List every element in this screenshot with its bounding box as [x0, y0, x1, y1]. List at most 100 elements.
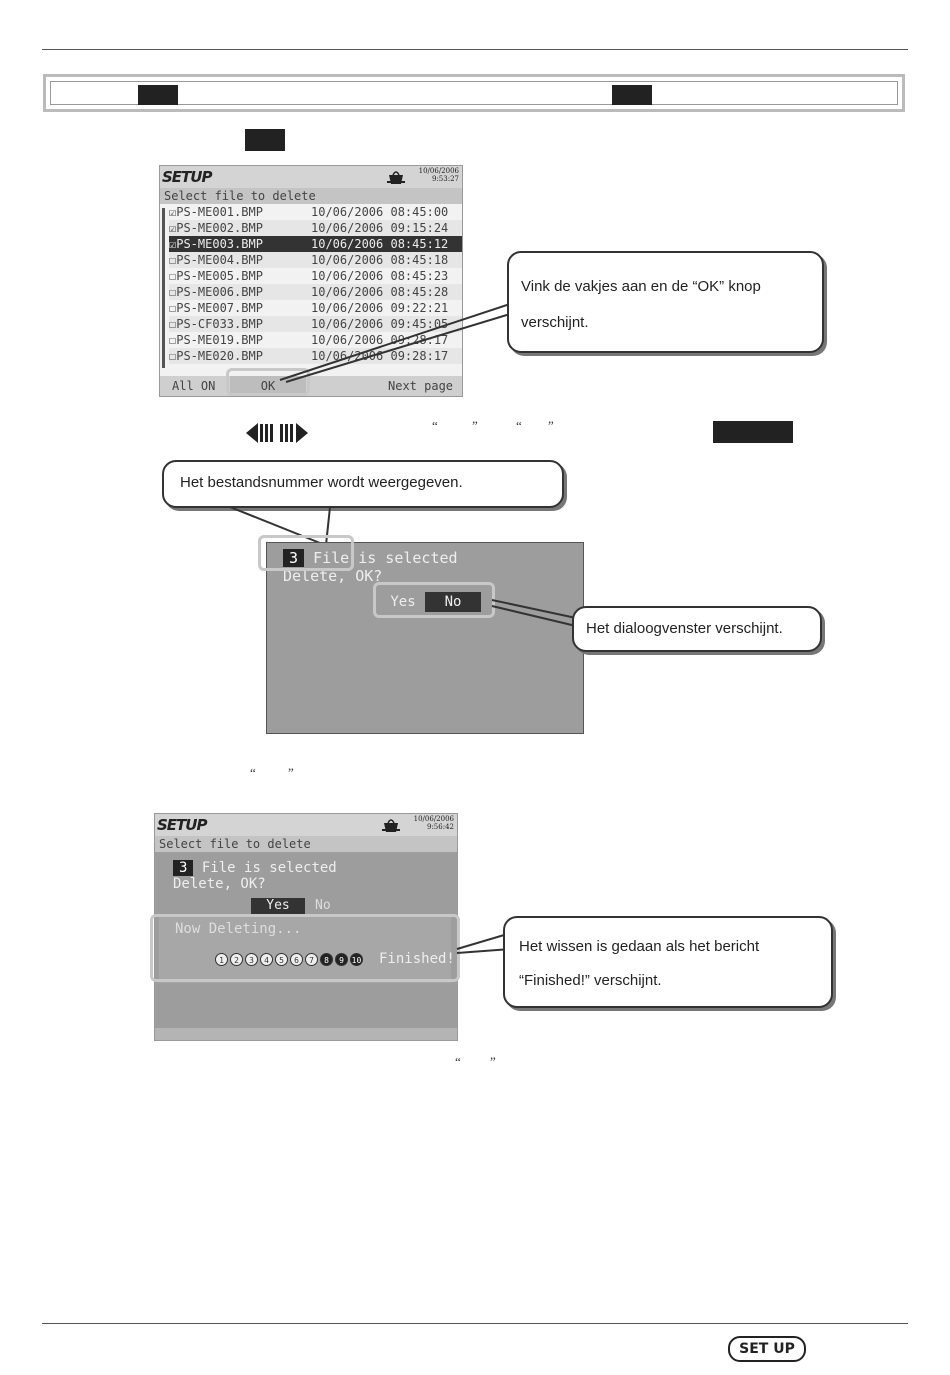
- callout-pointer: [491, 599, 577, 627]
- callout-pointer: [229, 506, 331, 546]
- file-datetime: 10/06/2006 09:15:24: [311, 221, 449, 235]
- file-row[interactable]: ☐PS-ME007.BMP 10/06/2006 09:22:21: [169, 300, 462, 316]
- count-highlight: [258, 535, 354, 571]
- file-name: PS-ME006.BMP: [176, 285, 263, 299]
- callout-finished: Het wissen is gedaan als het bericht “Fi…: [503, 916, 833, 1008]
- yes-button[interactable]: Yes: [390, 594, 416, 610]
- finished-label: Finished!: [379, 951, 455, 967]
- file-row[interactable]: ☑PS-ME002.BMP 10/06/2006 09:15:24: [169, 220, 462, 236]
- file-row[interactable]: ☑PS-ME001.BMP 10/06/2006 08:45:00: [169, 204, 462, 220]
- file-datetime: 10/06/2006 08:45:12: [311, 237, 449, 251]
- left-right-arrows-icon: [246, 423, 308, 443]
- file-name: PS-CF033.BMP: [176, 317, 263, 331]
- progress-dot: 9: [335, 953, 348, 966]
- quote-close: ”: [472, 418, 478, 433]
- progress-dot: 1: [215, 953, 228, 966]
- checkbox-empty-icon[interactable]: ☐: [169, 333, 177, 347]
- progress-dot: 3: [245, 953, 258, 966]
- file-row[interactable]: ☐PS-ME006.BMP 10/06/2006 08:45:28: [169, 284, 462, 300]
- all-on-button[interactable]: All ON: [172, 379, 216, 393]
- section-banner: [43, 74, 905, 112]
- progress-dot: 7: [305, 953, 318, 966]
- scroll-bar[interactable]: [162, 208, 165, 368]
- confirm-question: Delete, OK?: [283, 567, 383, 585]
- no-button[interactable]: No: [425, 592, 481, 612]
- bottom-rule: [42, 1323, 908, 1324]
- file-datetime: 10/06/2006 08:45:23: [311, 269, 449, 283]
- checkbox-empty-icon[interactable]: ☐: [169, 285, 177, 299]
- file-datetime: 10/06/2006 08:45:28: [311, 285, 449, 299]
- progress-dot: 6: [290, 953, 303, 966]
- progress-dot: 8: [320, 953, 333, 966]
- selected-count-line: 3 File is selected: [283, 549, 458, 567]
- quote-open: “: [250, 765, 256, 780]
- quote-close: ”: [490, 1054, 496, 1069]
- quote-open: “: [516, 418, 522, 433]
- no-button[interactable]: No: [315, 898, 331, 913]
- redacted-block: [138, 85, 178, 105]
- callout-dialog: Het dialoogvenster verschijnt.: [572, 606, 822, 652]
- file-count: 3: [173, 860, 194, 876]
- setup-logo: SETUP: [157, 816, 207, 834]
- file-count: 3: [283, 549, 305, 567]
- callout-file-number: Het bestandsnummer wordt weergegeven.: [162, 460, 564, 508]
- file-name: PS-ME007.BMP: [176, 301, 263, 315]
- confirm-dialog: 3 File is selected Delete, OK? Yes No: [266, 542, 584, 734]
- footer-bar: All ON OK Next page: [160, 376, 462, 396]
- next-page-button[interactable]: Next page: [388, 379, 454, 393]
- confirm-question: Delete, OK?: [173, 876, 266, 892]
- selected-count-line: 3 File is selected: [173, 860, 337, 876]
- checkbox-empty-icon[interactable]: ☐: [169, 269, 177, 283]
- setup-logo: SETUP: [162, 168, 212, 186]
- progress-dot: 10: [350, 953, 363, 966]
- file-datetime: 10/06/2006 08:45:00: [311, 205, 449, 219]
- checkbox-empty-icon[interactable]: ☐: [169, 301, 177, 315]
- file-row[interactable]: ☑PS-ME003.BMP 10/06/2006 08:45:12: [169, 236, 462, 252]
- checkbox-empty-icon[interactable]: ☐: [169, 253, 177, 267]
- checkbox-empty-icon[interactable]: ☐: [169, 317, 177, 331]
- checkbox-checked-icon[interactable]: ☑: [169, 237, 177, 251]
- checkbox-empty-icon[interactable]: ☐: [169, 349, 177, 363]
- setup-badge: SET UP: [728, 1336, 806, 1362]
- checkbox-checked-icon[interactable]: ☑: [169, 205, 177, 219]
- screen-subtitle: Select file to delete: [155, 836, 457, 852]
- file-datetime: 10/06/2006 09:45:05: [311, 317, 449, 331]
- bag-icon: [387, 171, 405, 184]
- file-name: PS-ME002.BMP: [176, 221, 263, 235]
- yes-button[interactable]: Yes: [251, 898, 305, 914]
- file-row[interactable]: ☐PS-ME005.BMP 10/06/2006 08:45:23: [169, 268, 462, 284]
- checkbox-checked-icon[interactable]: ☑: [169, 221, 177, 235]
- file-row[interactable]: ☐PS-CF033.BMP 10/06/2006 09:45:05: [169, 316, 462, 332]
- quote-open: “: [432, 418, 438, 433]
- file-row[interactable]: ☐PS-ME004.BMP 10/06/2006 08:45:18: [169, 252, 462, 268]
- bag-icon: [382, 819, 400, 832]
- screen-subtitle: Select file to delete: [160, 188, 462, 204]
- ok-highlight: [226, 368, 310, 396]
- quote-close: ”: [548, 418, 554, 433]
- redacted-block: [713, 421, 793, 443]
- file-datetime: 10/06/2006 08:45:18: [311, 253, 449, 267]
- finished-highlight: [150, 914, 460, 982]
- top-rule: [42, 49, 908, 50]
- file-name: PS-ME004.BMP: [176, 253, 263, 267]
- callout-pointer: [456, 932, 512, 954]
- file-name: PS-ME019.BMP: [176, 333, 263, 347]
- file-name: PS-ME005.BMP: [176, 269, 263, 283]
- file-datetime: 10/06/2006 09:28:17: [311, 349, 449, 363]
- file-name: PS-ME001.BMP: [176, 205, 263, 219]
- quote-open: “: [455, 1054, 461, 1069]
- redacted-block: [245, 129, 285, 151]
- file-row[interactable]: ☐PS-ME019.BMP 10/06/2006 09:28:17: [169, 332, 462, 348]
- file-datetime: 10/06/2006 09:22:21: [311, 301, 449, 315]
- file-name: PS-ME003.BMP: [176, 237, 263, 251]
- quote-close: ”: [288, 765, 294, 780]
- file-datetime: 10/06/2006 09:28:17: [311, 333, 449, 347]
